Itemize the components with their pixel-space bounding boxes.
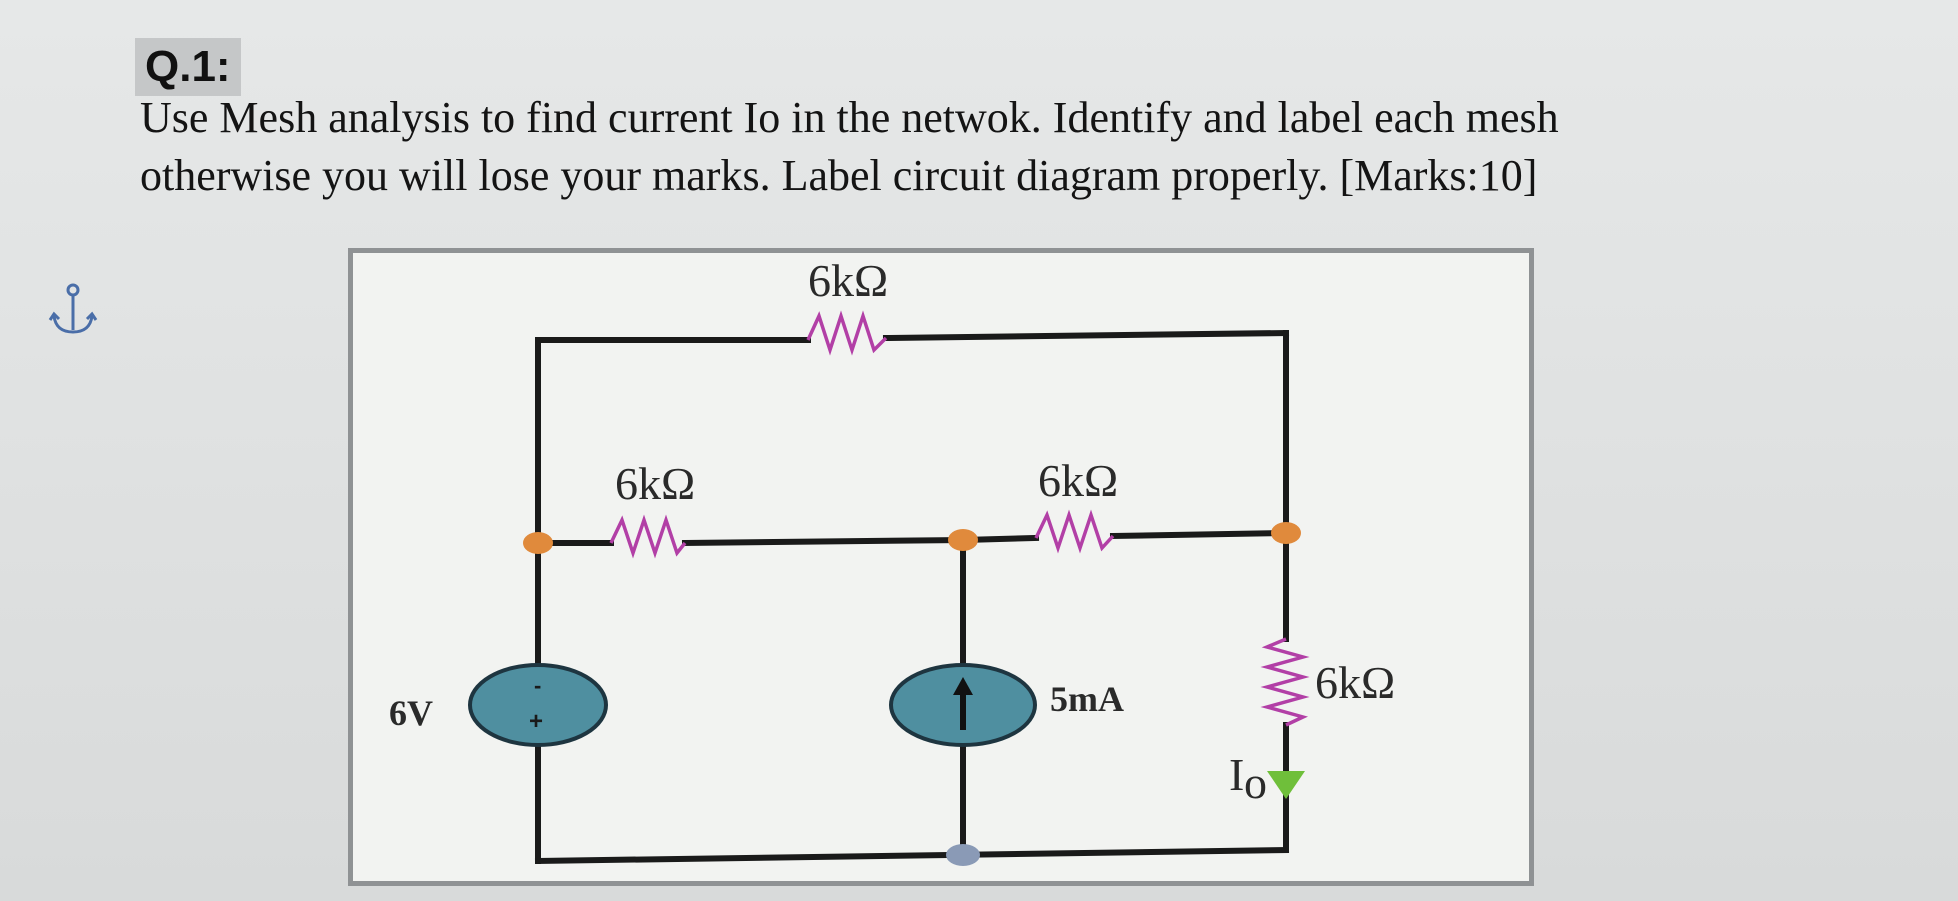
resistor-right [1260,637,1310,727]
vs-plus-sign: + [529,708,543,735]
label-r-left: 6kΩ [615,458,695,509]
circuit-diagram: - + 6kΩ 6kΩ 6kΩ 6kΩ 6V 5mA I o [389,255,1395,866]
label-io: I [1229,749,1244,800]
wire-mid-right-b [1109,529,1290,540]
resistor-top [806,310,888,356]
label-r-right: 6kΩ [1315,657,1395,708]
current-source-arrowhead [953,677,973,695]
label-voltage-source: 6V [389,693,433,733]
vs-minus-sign: - [534,673,541,698]
current-source [889,663,1037,747]
label-r-top: 6kΩ [808,255,888,306]
node-center [948,529,978,551]
question-text-line-1: Use Mesh analysis to find current Io in … [140,93,1559,142]
voltage-source: - + [468,663,608,747]
label-current-source: 5mA [1050,679,1124,719]
label-r-mid: 6kΩ [1038,455,1118,506]
resistor-mid [1034,509,1115,554]
circuit-figure: - + 6kΩ 6kΩ 6kΩ 6kΩ 6V 5mA I o [348,248,1534,886]
label-io-subscript: o [1244,757,1267,808]
node-left [523,532,553,554]
question-number: Q.1: [135,38,241,96]
anchor-icon[interactable] [48,282,98,338]
node-bottom [946,844,980,866]
io-arrow-icon [1267,771,1305,799]
resistor-left [609,514,687,559]
wire-top-right [882,329,1290,342]
question-text-line-2: otherwise you will lose your marks. Labe… [140,151,1538,200]
wire-mid-left-b [681,536,967,547]
node-right [1271,522,1301,544]
wire-bottom [534,846,1290,865]
